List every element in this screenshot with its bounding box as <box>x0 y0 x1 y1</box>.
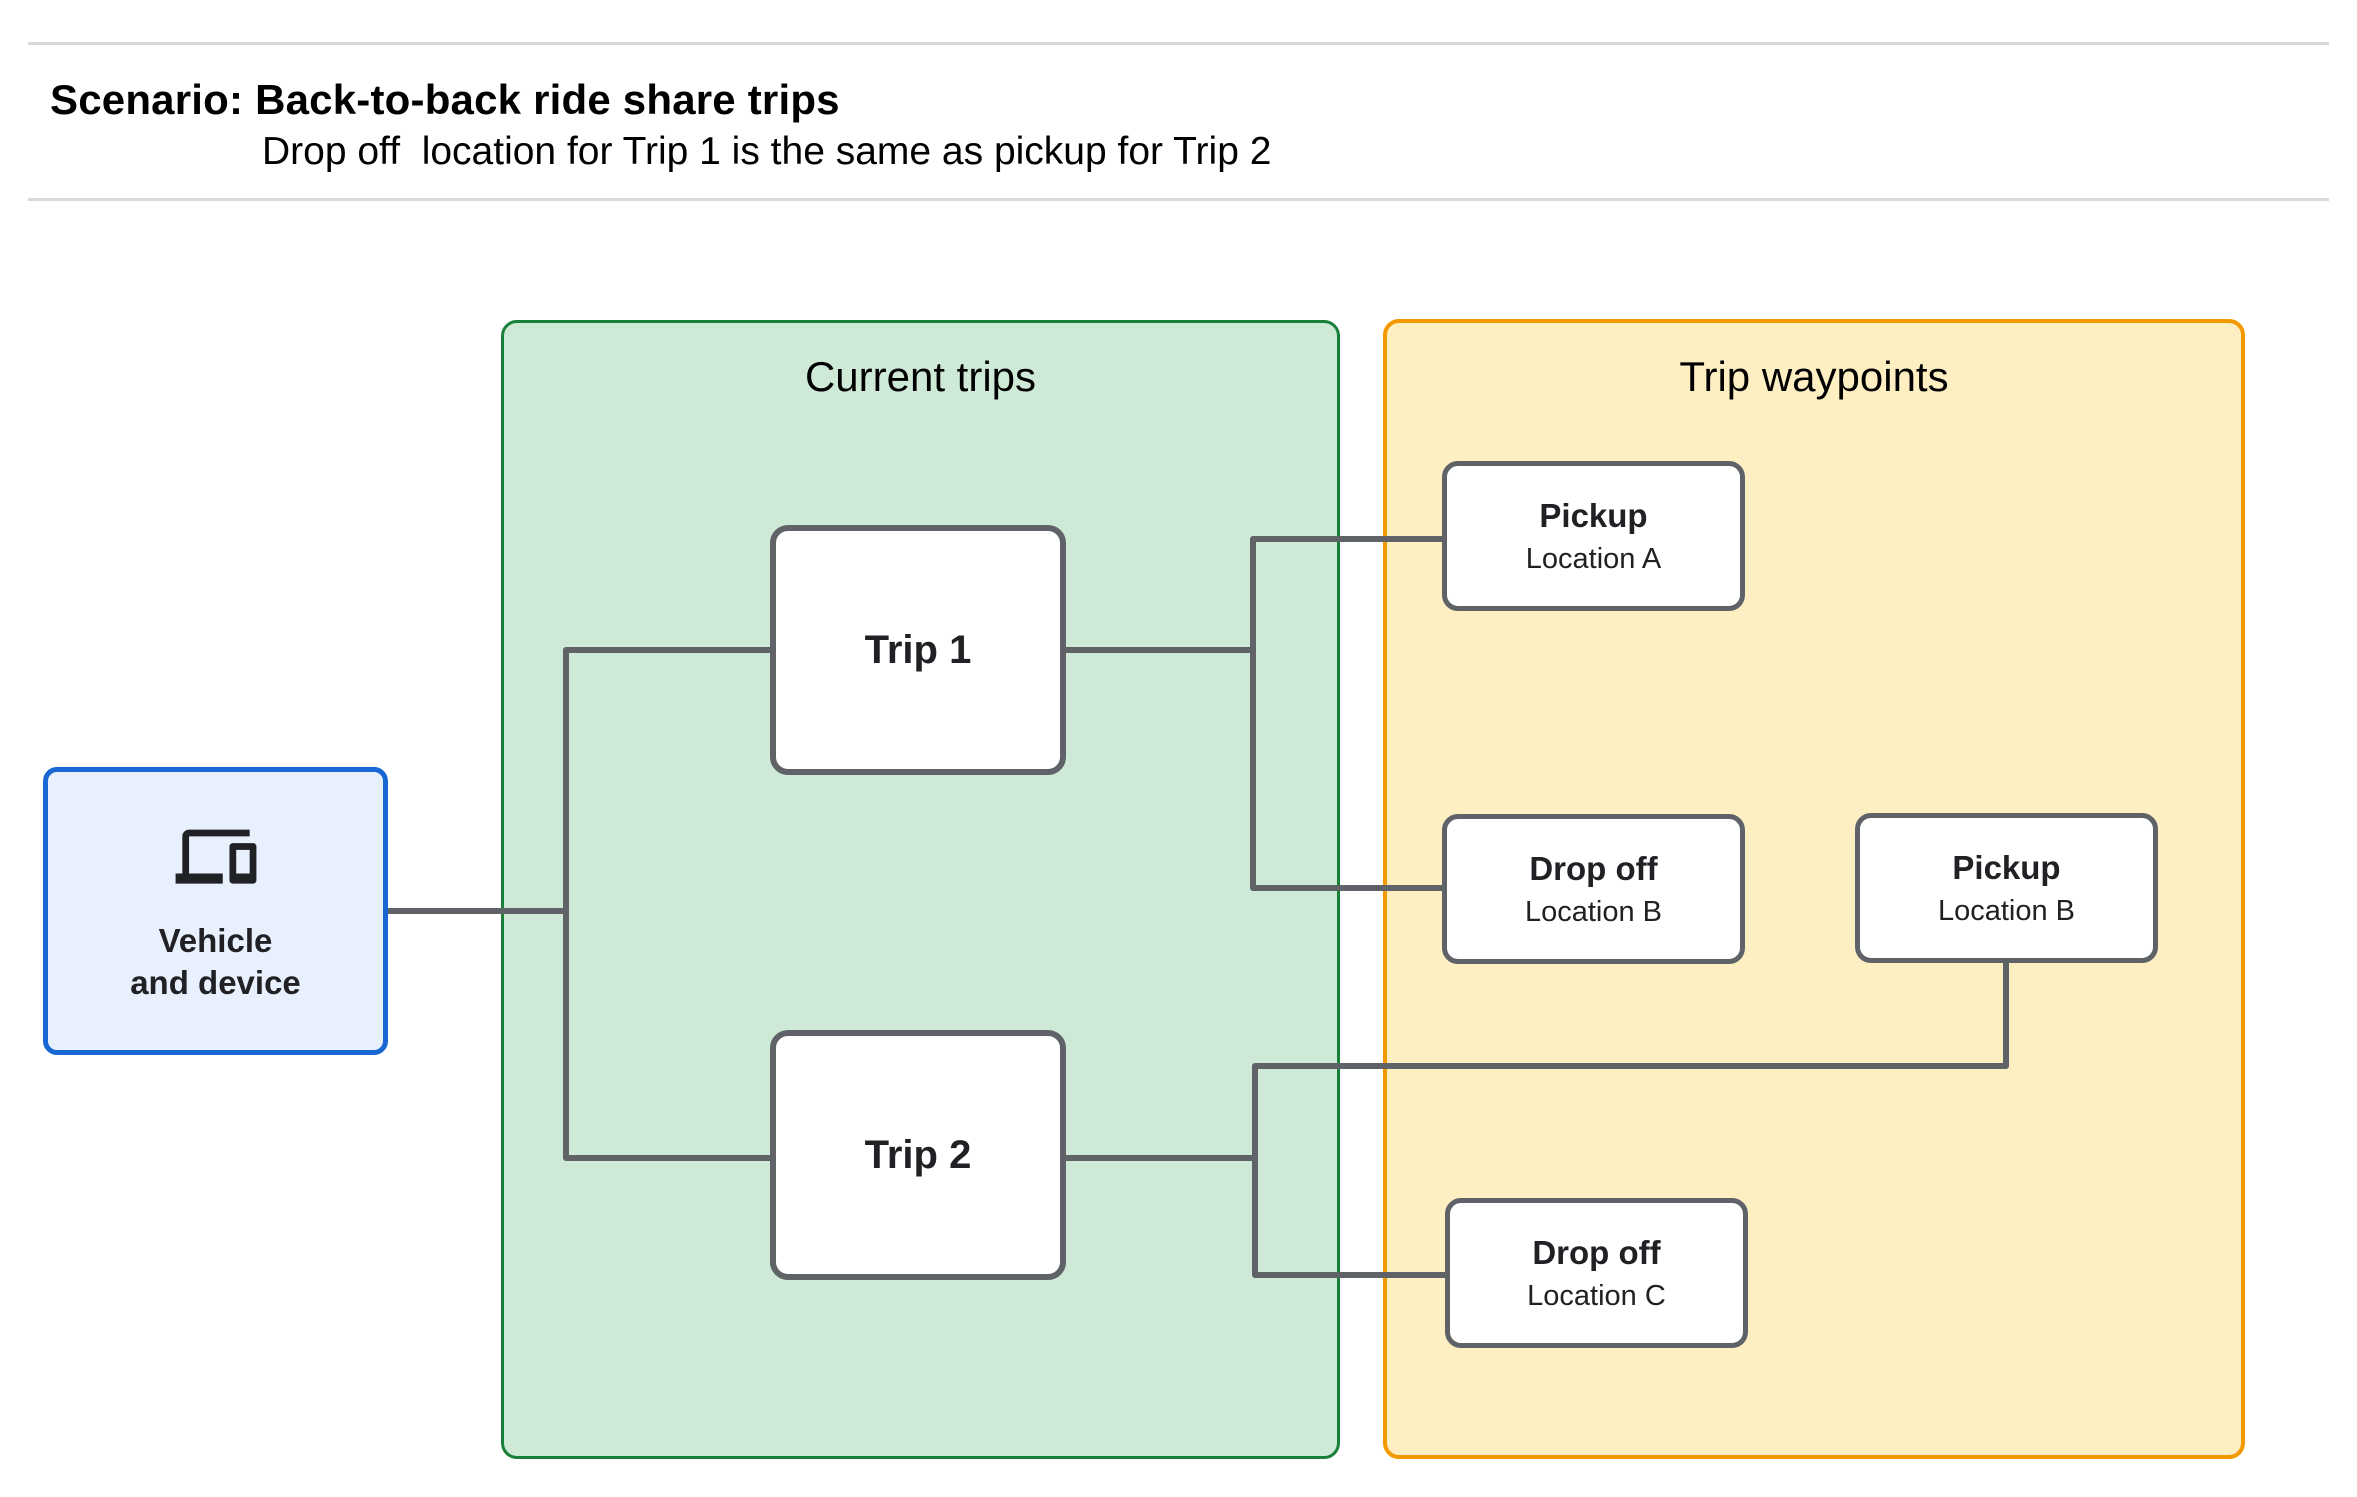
dropoff-c-title: Drop off <box>1532 1233 1661 1271</box>
pickup-b-title: Pickup <box>1952 848 2061 886</box>
connector-junction-trip1-trip2 <box>563 647 772 1161</box>
pickup-a-subtitle: Location A <box>1525 542 1662 575</box>
connector-trip1-pickupA-dropoffB <box>1250 536 1444 891</box>
node-pickup-location-a: Pickup Location A <box>1442 461 1745 611</box>
node-pickup-location-b: Pickup Location B <box>1855 813 2158 963</box>
group-trip-waypoints-title: Trip waypoints <box>1679 353 1949 400</box>
node-trip-1: Trip 1 <box>770 525 1066 775</box>
pickup-b-subtitle: Location B <box>1937 894 2076 927</box>
dropoff-b-title: Drop off <box>1529 849 1658 887</box>
devices-icon <box>175 829 256 884</box>
header-divider <box>28 198 2329 201</box>
page-subtitle: Drop off location for Trip 1 is the same… <box>262 130 1272 173</box>
connector-trip2-pickupB-dropoffC <box>1252 958 2009 1278</box>
trip-2-label: Trip 2 <box>864 1132 972 1177</box>
dropoff-c-subtitle: Location C <box>1527 1279 1666 1312</box>
group-current-trips-title: Current trips <box>804 353 1037 400</box>
pickup-a-title: Pickup <box>1539 496 1648 534</box>
trip-1-label: Trip 1 <box>864 627 972 672</box>
page-title: Scenario: Back-to-back ride share trips <box>50 76 840 123</box>
node-vehicle-and-device: Vehicle and device <box>43 767 388 1055</box>
vehicle-label: Vehicle and device <box>130 921 301 1001</box>
node-dropoff-location-c: Drop off Location C <box>1445 1198 1748 1348</box>
node-trip-2: Trip 2 <box>770 1030 1066 1280</box>
node-dropoff-location-b: Drop off Location B <box>1442 814 1745 964</box>
dropoff-b-subtitle: Location B <box>1524 895 1663 928</box>
top-divider <box>28 42 2329 45</box>
